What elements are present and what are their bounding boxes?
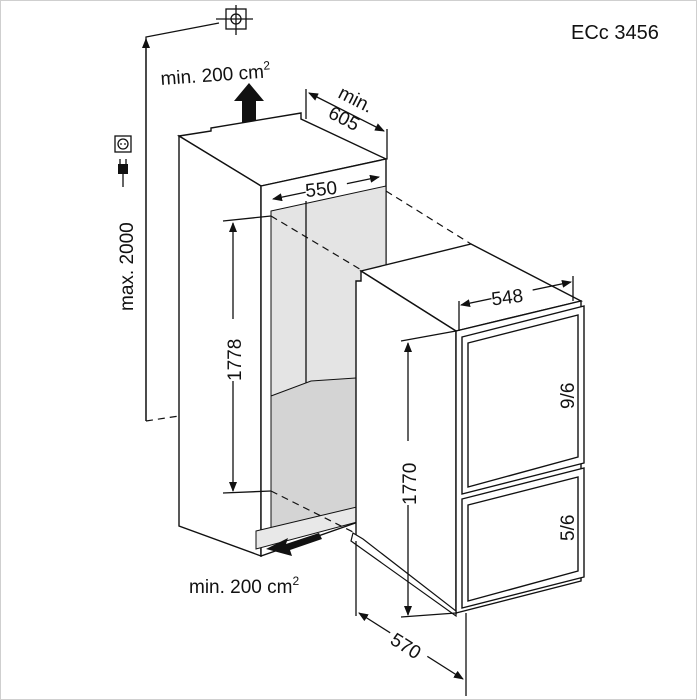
upper-door	[461, 305, 585, 495]
niche-height-label: 1778	[225, 339, 246, 381]
lower-door-ratio: 5/6	[558, 515, 579, 541]
niche	[177, 112, 389, 558]
appliance-width-label: 548	[490, 286, 524, 311]
vent-bottom-label: min. 200 cm2	[189, 574, 299, 598]
socket-icon	[114, 135, 132, 153]
airflow-up-arrow	[234, 83, 264, 129]
vent-top-label: min. 200 cm2	[160, 58, 272, 90]
appliance	[350, 243, 585, 618]
niche-width-label: 550	[304, 178, 338, 202]
ceiling-mount-icon	[216, 5, 253, 35]
model-title: ECc 3456	[571, 22, 659, 44]
appliance-height-label: 1770	[400, 463, 421, 505]
plug-icon	[118, 159, 128, 187]
lower-door	[461, 467, 585, 609]
airflow-in-arrow	[266, 533, 322, 556]
upper-door-ratio: 9/6	[558, 383, 579, 409]
max-height-label: max. 2000	[117, 222, 138, 311]
max-height-dimension	[142, 22, 220, 422]
